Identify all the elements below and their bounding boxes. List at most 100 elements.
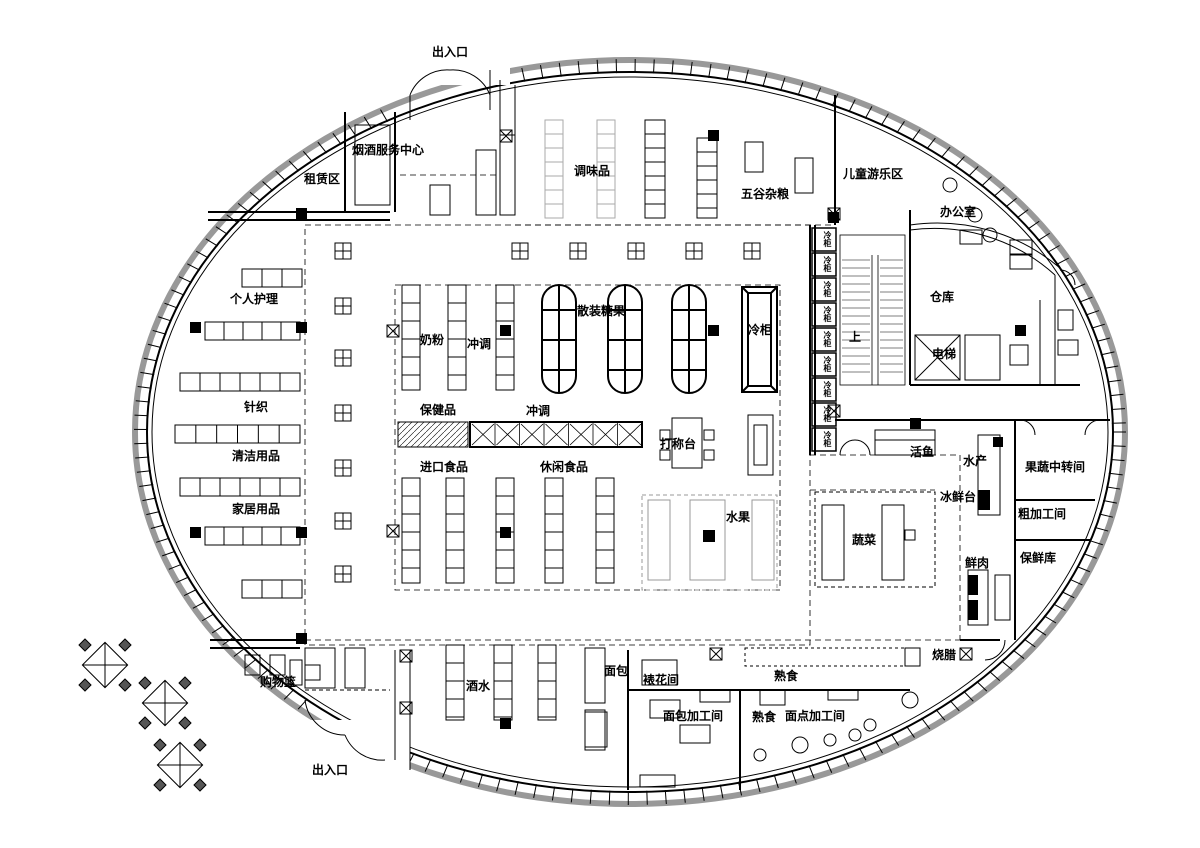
aquatic-label: 水产 (963, 454, 988, 468)
facade-tick (1111, 408, 1126, 410)
pillar-marker-line (499, 129, 513, 143)
display-tables (334, 242, 761, 583)
facade-tick (237, 202, 250, 213)
facade-tick (1037, 232, 1050, 242)
cold-storage-label: 保鲜库 (1020, 551, 1057, 565)
umbrella-chair (78, 638, 92, 652)
brew-counter-cells (471, 422, 643, 447)
entrance-doors-bottom (304, 650, 411, 770)
brew-cell-line (471, 423, 495, 446)
brew-label-2: 冲调 (526, 404, 551, 418)
bakery-deli (584, 647, 921, 788)
facade-tick (380, 109, 388, 122)
facade-tick (1104, 365, 1119, 369)
gondola-shelf (241, 268, 303, 288)
grain-shelves (644, 119, 814, 219)
facade-tick (1061, 591, 1075, 599)
household-label: 家居用品 (232, 502, 281, 516)
tall-shelf (401, 284, 421, 391)
fridge-unit (811, 327, 837, 352)
facade-tick (701, 786, 705, 801)
left-wing-shelves (174, 268, 303, 599)
facade-tick (940, 146, 951, 159)
fruit-area (641, 494, 778, 591)
facade-tick (1094, 526, 1109, 532)
snacks-label: 休闲食品 (540, 460, 589, 474)
tobacco-service-label: 烟酒服务中心 (352, 143, 425, 157)
outer-wall (132, 57, 1128, 807)
facade-tick (890, 733, 900, 746)
facade-tick (363, 116, 373, 130)
facade-tick (245, 658, 257, 669)
facade-tick (146, 511, 161, 516)
pillar-marker (399, 649, 413, 663)
brew-cell-line (594, 423, 617, 446)
bulk-candy-bins (541, 284, 707, 394)
facade-tick (797, 82, 804, 96)
stair-up-label: 上 (849, 330, 862, 344)
tall-shelf (495, 477, 515, 584)
facade-tick (496, 777, 501, 792)
umbrella-chair (153, 738, 167, 752)
facade-tick (317, 141, 328, 154)
knitwear-label: 针织 (244, 400, 269, 414)
facade-tick (577, 60, 581, 76)
structural-column (190, 322, 201, 333)
imported-label: 进口食品 (420, 460, 469, 474)
fridge-unit (811, 227, 837, 252)
tall-shelf (445, 477, 465, 584)
fruit-column (703, 530, 715, 542)
pillar-marker (827, 207, 841, 221)
facade-tick (791, 770, 797, 784)
facade-tick (708, 63, 712, 78)
facade-tick (608, 790, 611, 805)
facade-tick (262, 181, 274, 192)
stairwell (839, 234, 906, 386)
fridge-tag: 冷柜 (823, 231, 832, 247)
facade-tick (558, 62, 562, 77)
grain-shelf (696, 137, 718, 219)
brew-cell-line (545, 423, 568, 446)
facade-tick (926, 137, 936, 150)
facade-tick (1107, 379, 1122, 383)
umbrella-chair (178, 676, 192, 690)
facade-tick (780, 77, 786, 92)
facade-tick (880, 113, 889, 126)
grain-bin (794, 157, 814, 194)
liquor-shelves (584, 709, 606, 751)
fridge-tag: 冷柜 (823, 406, 832, 422)
rough-processing-label: 粗加工间 (1018, 507, 1067, 521)
facade-tick (143, 357, 158, 362)
facade-tick (139, 483, 154, 487)
bread-processing-label: 面包加工间 (663, 709, 724, 723)
facade-tick (689, 61, 693, 76)
umbrella-chair (138, 676, 152, 690)
facade-tick (954, 156, 965, 168)
pillar-marker-line (399, 649, 413, 663)
seasoning-label: 调味品 (574, 164, 611, 178)
deli-label-2: 熟食 (752, 710, 777, 724)
facade-tick (755, 778, 761, 793)
gondola-shelf (204, 526, 301, 546)
facade-tick (808, 765, 815, 779)
facade-tick (1096, 337, 1111, 342)
door-swings (839, 269, 1101, 661)
tall-shelf (495, 284, 515, 391)
freezer-label: 冷柜 (748, 323, 773, 337)
facade-window-ticks (134, 59, 1126, 805)
rental-label: 租赁区 (304, 172, 341, 186)
pillar-marker-line (827, 404, 841, 418)
office-label: 办公室 (940, 205, 977, 219)
live-fish-label: 活鱼 (910, 445, 935, 459)
facade-tick (168, 563, 183, 570)
facade-tick (949, 700, 960, 712)
facade-tick (1108, 472, 1123, 476)
facade-tick (270, 679, 282, 690)
fridge-tag: 冷柜 (823, 331, 832, 347)
facade-tick (1103, 500, 1117, 504)
facade-tick (171, 289, 185, 296)
liquor-label: 酒水 (466, 679, 491, 693)
tall-shelf (401, 477, 421, 584)
facade-tick (477, 773, 484, 788)
